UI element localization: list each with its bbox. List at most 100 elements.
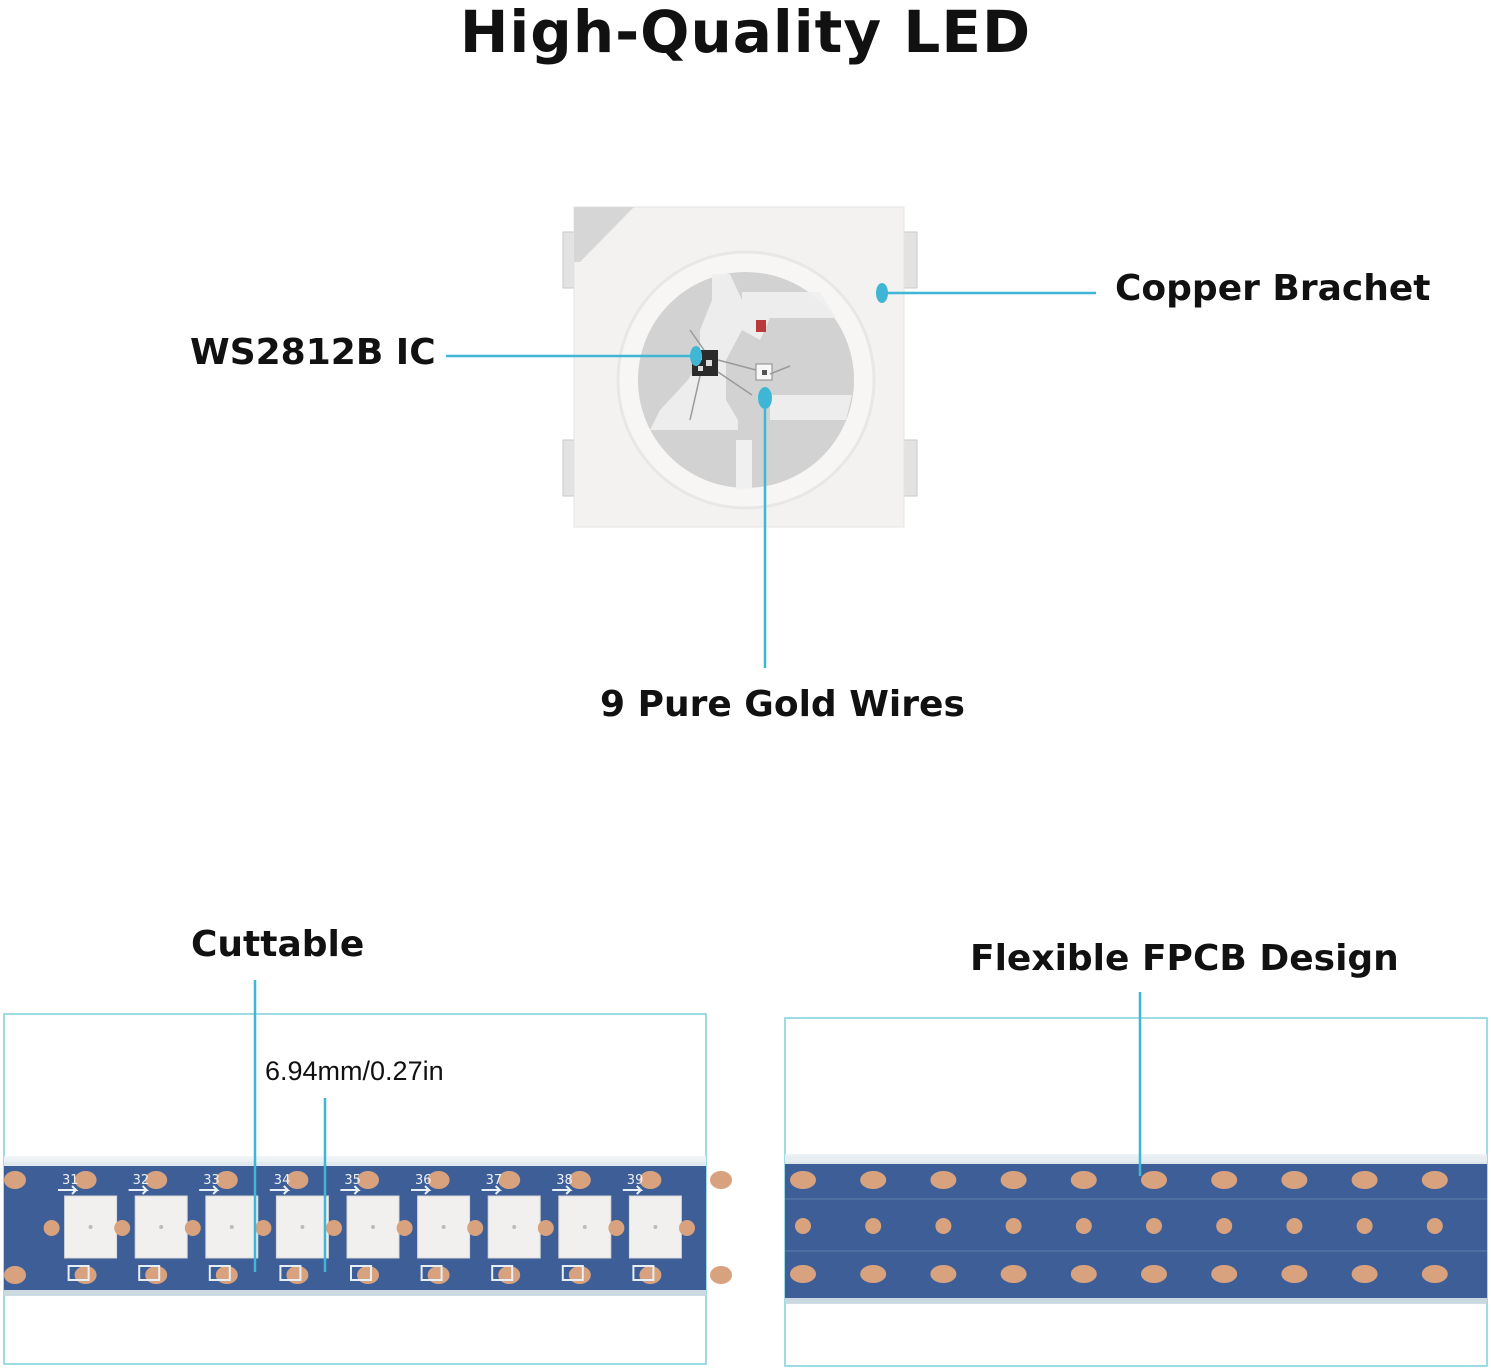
- arrow-icon: [411, 1185, 432, 1195]
- pad: [357, 1171, 379, 1189]
- led-dot: [653, 1225, 658, 1229]
- fpcb-strip-panel: [784, 1017, 1488, 1367]
- pad: [74, 1171, 97, 1189]
- pad: [1000, 1171, 1027, 1189]
- pad: [114, 1220, 131, 1236]
- chip-marking: [208, 1265, 231, 1281]
- flexible-fpcb-label: Flexible FPCB Design: [970, 938, 1399, 979]
- pad: [357, 1266, 379, 1284]
- pad: [145, 1171, 168, 1189]
- pad: [184, 1220, 201, 1236]
- pad: [1005, 1218, 1022, 1234]
- pad: [710, 1171, 732, 1189]
- strip-number: 38: [556, 1173, 573, 1188]
- pad: [1070, 1265, 1097, 1283]
- pad: [568, 1266, 591, 1284]
- led-dot: [88, 1225, 93, 1229]
- pad: [1216, 1218, 1233, 1234]
- copper-bracket-label: Copper Brachet: [1115, 268, 1431, 309]
- arrow-icon: [128, 1185, 150, 1195]
- pad: [1070, 1171, 1097, 1189]
- led-dot: [441, 1225, 446, 1229]
- pad: [326, 1220, 342, 1236]
- pad: [1281, 1265, 1308, 1283]
- chip-marking: [491, 1265, 514, 1281]
- strip-number: 31: [62, 1173, 79, 1188]
- strip-number: 34: [274, 1173, 291, 1188]
- pad: [74, 1266, 97, 1284]
- pad: [427, 1171, 450, 1189]
- pad: [145, 1266, 168, 1284]
- pad: [1351, 1171, 1378, 1189]
- pad: [639, 1171, 662, 1189]
- pad: [1426, 1218, 1443, 1234]
- arrow-icon: [622, 1185, 644, 1195]
- strip-number: 36: [415, 1173, 432, 1188]
- pad: [930, 1171, 957, 1189]
- strip-number: 32: [133, 1173, 150, 1188]
- pad: [43, 1220, 60, 1236]
- pad: [4, 1171, 26, 1189]
- cuttable-label: Cuttable: [191, 924, 365, 965]
- pad: [396, 1220, 413, 1236]
- arrow-icon: [481, 1185, 503, 1195]
- led-dot: [512, 1225, 517, 1229]
- pad: [1211, 1265, 1238, 1283]
- led-chip: [562, 206, 918, 528]
- arrow-icon: [199, 1185, 220, 1195]
- pad: [608, 1220, 625, 1236]
- arrow-icon: [58, 1185, 79, 1195]
- chip-marking: [67, 1265, 90, 1281]
- pad: [865, 1218, 882, 1234]
- callout-lines: [446, 283, 1096, 668]
- pad: [790, 1265, 816, 1283]
- pad: [498, 1171, 521, 1189]
- strip-number: 35: [344, 1173, 361, 1188]
- pad: [4, 1266, 26, 1284]
- led-dot: [300, 1225, 305, 1229]
- chip-marking: [279, 1265, 302, 1281]
- pad: [286, 1266, 309, 1284]
- pad: [790, 1171, 816, 1189]
- strip-number: 39: [627, 1173, 644, 1188]
- chip-marking: [632, 1265, 655, 1281]
- pad: [639, 1266, 662, 1284]
- pad: [1351, 1265, 1378, 1283]
- cuttable-strip-panel: 31 32 33 34 35 36 37 38 39: [3, 1013, 732, 1365]
- pad: [795, 1218, 811, 1234]
- chip-marking: [138, 1265, 161, 1281]
- pad: [1421, 1171, 1448, 1189]
- pad: [1075, 1218, 1092, 1234]
- pad: [467, 1220, 484, 1236]
- arrow-icon: [552, 1185, 573, 1195]
- page-title: High-Quality LED: [459, 0, 1032, 66]
- arrow-icon: [340, 1185, 361, 1195]
- chip-marking: [561, 1265, 584, 1281]
- chip-marking: [420, 1265, 443, 1281]
- pad: [679, 1220, 695, 1236]
- pad: [1286, 1218, 1303, 1234]
- pad: [498, 1266, 521, 1284]
- led-dot: [371, 1225, 375, 1229]
- pad: [860, 1265, 887, 1283]
- strip-number: 33: [203, 1173, 220, 1188]
- pad: [427, 1266, 450, 1284]
- pad: [935, 1218, 952, 1234]
- pad: [1211, 1171, 1238, 1189]
- pad: [1141, 1171, 1167, 1189]
- pad: [710, 1266, 732, 1284]
- led-dot: [229, 1225, 234, 1229]
- strip-number: 37: [486, 1173, 503, 1188]
- pad: [215, 1266, 238, 1284]
- led-dot: [159, 1225, 164, 1229]
- measurement-label: 6.94mm/0.27in: [265, 1056, 444, 1086]
- pad: [1141, 1265, 1167, 1283]
- pad: [1281, 1171, 1308, 1189]
- strip-callout-lines: [253, 980, 1142, 1272]
- pad: [255, 1220, 272, 1236]
- pad: [1356, 1218, 1373, 1234]
- pad: [1146, 1218, 1162, 1234]
- pad: [860, 1171, 887, 1189]
- ws2812b-ic-label: WS2812B IC: [190, 332, 436, 373]
